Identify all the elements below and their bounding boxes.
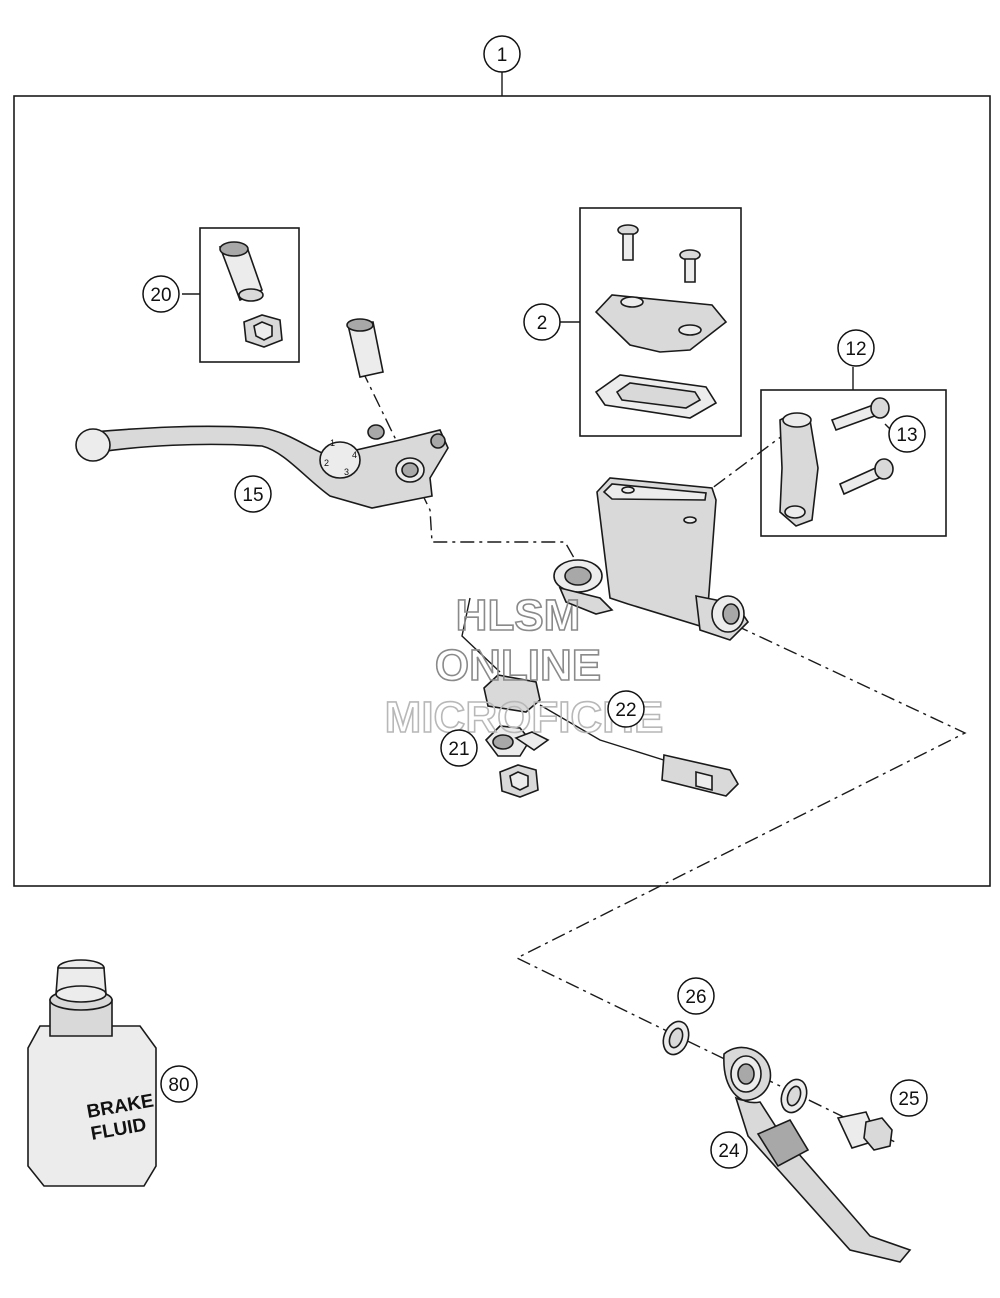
callout-13-label: 13 [896,425,917,446]
item-2-screw-a [617,224,639,261]
callout-24: 24 [710,1131,748,1169]
sensor-leader-line [461,597,501,673]
callout-1-label: 1 [497,45,508,66]
callout-21: 21 [440,729,478,767]
lever-dial-number-4: 4 [352,450,357,460]
callout-25: 25 [890,1079,928,1117]
callout-80-label: 80 [168,1075,189,1096]
watermark-line2: ONLINE [435,641,601,690]
callout-20: 20 [142,275,180,313]
item-26-washer [662,1020,690,1056]
item-22-switch-cable [539,704,739,797]
callout-15-label: 15 [242,485,263,506]
callout-22: 22 [607,690,645,728]
item-2-reservoir-cover [594,294,728,353]
master-to-hose-line [515,624,967,1143]
item-15-sleeve [346,318,384,378]
watermark-line1: HLSM [456,591,581,640]
item-13-bolt-b [838,458,894,496]
item-21-nut [499,764,539,798]
item-15-brake-lever: 1 2 3 4 [75,424,449,509]
item-21-switch-bracket [483,674,550,757]
item-24-brake-hose [723,1046,912,1263]
callout-26-label: 26 [685,987,706,1008]
callout-15: 15 [234,475,272,513]
lever-dial-number-1: 1 [330,438,335,448]
callout-20-label: 20 [150,285,171,306]
item-12-handlebar-clamp [779,412,819,527]
lever-dial-number-3: 3 [344,467,349,477]
callout-12-label: 12 [845,339,866,360]
item-20-sleeve [218,241,264,302]
item-2-screw-b [679,249,701,283]
frame-item-20 [199,227,300,363]
lever-dial-number-2: 2 [324,458,329,468]
item-2-diaphragm [594,374,718,419]
clamp-to-master-line [706,429,791,493]
callout-12: 12 [837,329,875,367]
lever-to-master-line [361,369,583,573]
callout-25-label: 25 [898,1089,919,1110]
item-13-bolt-a [830,397,890,432]
callout-1: 1 [483,35,521,73]
master-cylinder-body [553,477,750,641]
item-80-brake-fluid-bottle: BRAKE FLUID [27,959,157,1187]
callout-26: 26 [677,977,715,1015]
callout-2-label: 2 [537,313,548,334]
callout-2: 2 [523,303,561,341]
callout-80: 80 [160,1065,198,1103]
callout-22-label: 22 [615,700,636,721]
callout-21-label: 21 [448,739,469,760]
item-26-washer-2 [780,1078,808,1114]
item-25-banjo-bolt [836,1111,893,1151]
item-20-nut [243,314,283,348]
callout-24-label: 24 [718,1141,740,1162]
callout-13: 13 [888,415,926,453]
